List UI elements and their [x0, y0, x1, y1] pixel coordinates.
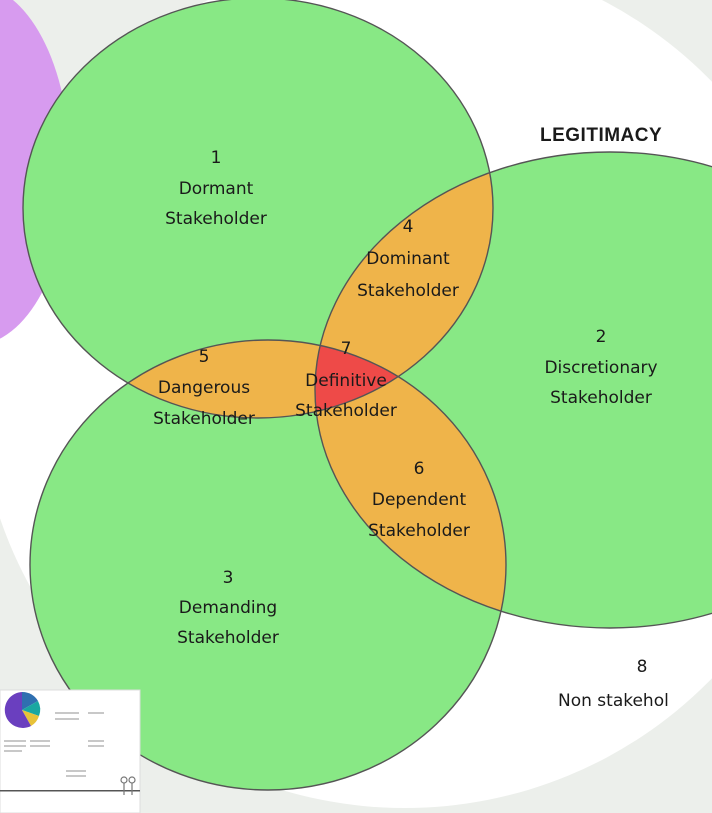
overlap-right-bottom	[315, 340, 506, 628]
region-number: 6	[414, 459, 425, 479]
region-8-non-stakeholder: 8	[637, 657, 648, 677]
region-label: Demanding	[179, 598, 277, 618]
region-number: 2	[596, 327, 607, 347]
region-label: Dominant	[366, 249, 450, 269]
region-number: 5	[199, 347, 210, 367]
figure-icons	[120, 776, 136, 795]
region-number: 1	[211, 148, 222, 168]
region-1-dormant: 1 Dormant Stakeholder	[165, 148, 267, 229]
region-label: Stakeholder	[550, 388, 652, 408]
region-4-dominant: 4 Dominant Stakeholder	[357, 217, 459, 301]
region-label: Stakeholder	[368, 521, 470, 541]
region-label: Discretionary	[544, 358, 657, 378]
region-3-demanding: 3 Demanding Stakeholder	[177, 568, 279, 648]
pie-chart-thumbnail	[4, 691, 41, 728]
region-label: Stakeholder	[165, 209, 267, 229]
diagram-title: LEGITIMACY	[540, 125, 662, 146]
region-label: Stakeholder	[357, 281, 459, 301]
region-6-dependent: 6 Dependent Stakeholder	[368, 459, 470, 541]
outline-bottom	[29, 339, 507, 791]
region-number: 4	[403, 217, 414, 237]
region-label: Stakeholder	[153, 409, 255, 429]
region-2-discretionary: 2 Discretionary Stakeholder	[544, 327, 657, 408]
outline-top	[22, 0, 494, 419]
region-label: Dangerous	[158, 378, 250, 398]
region-label: Stakeholder	[295, 401, 397, 421]
overlap-top-right	[315, 152, 493, 418]
slide-thumbnail	[0, 689, 141, 813]
region-label: Dependent	[372, 490, 467, 510]
region-number: 8	[637, 657, 648, 677]
region-label: Stakeholder	[177, 628, 279, 648]
region-label: Dormant	[179, 179, 254, 199]
outline-right	[314, 151, 712, 629]
region-label: Definitive	[305, 371, 387, 391]
region-number: 7	[341, 339, 352, 359]
region-number: 3	[223, 568, 234, 588]
region-label: Non stakehol	[558, 691, 669, 711]
region-5-dangerous: 5 Dangerous Stakeholder	[153, 347, 255, 429]
region-7-definitive: 7 Definitive Stakeholder	[295, 339, 397, 421]
